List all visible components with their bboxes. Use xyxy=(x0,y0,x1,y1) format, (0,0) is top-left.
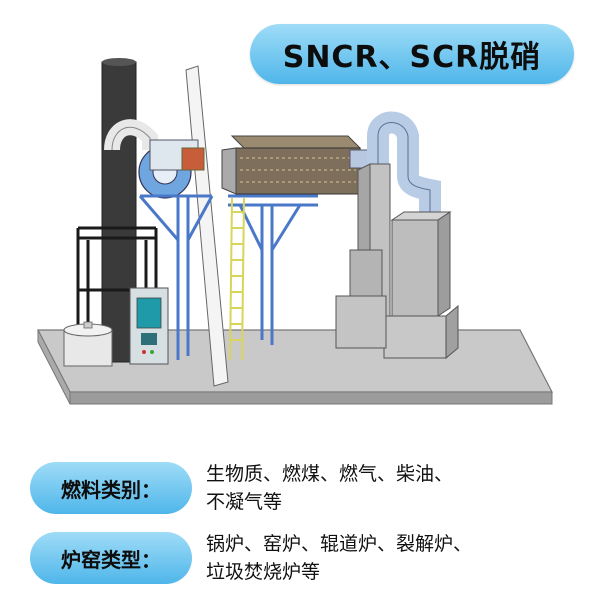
kiln-type-line-1: 锅炉、窑炉、辊道炉、裂解炉、 xyxy=(206,533,473,555)
page-title: SNCR、SCR脱硝 xyxy=(282,40,542,75)
equipment-illustration xyxy=(37,58,553,405)
base-platform-edge xyxy=(69,391,553,405)
fuel-type-line-2: 不凝气等 xyxy=(206,491,283,513)
storage-tank xyxy=(63,321,113,367)
kiln-type-values: 锅炉、窑炉、辊道炉、裂解炉、 垃圾焚烧炉等 xyxy=(206,530,576,586)
fuel-type-line-1: 生物质、燃煤、燃气、柴油、 xyxy=(206,463,454,485)
kiln-type-line-2: 垃圾焚烧炉等 xyxy=(206,561,321,583)
fuel-type-label: 燃料类别： xyxy=(61,477,161,502)
access-ladder xyxy=(229,197,245,361)
induced-draft-fan xyxy=(138,139,205,199)
control-cabinet xyxy=(129,287,169,365)
lower-housing xyxy=(335,249,459,360)
title-banner: SNCR、SCR脱硝 xyxy=(250,24,574,84)
fuel-type-values: 生物质、燃煤、燃气、柴油、 不凝气等 xyxy=(206,460,576,516)
kiln-type-label: 炉窑类型： xyxy=(61,547,161,572)
scr-reactor xyxy=(221,135,362,195)
fuel-type-label-pill: 燃料类别： xyxy=(30,462,192,514)
kiln-type-label-pill: 炉窑类型： xyxy=(30,532,192,584)
